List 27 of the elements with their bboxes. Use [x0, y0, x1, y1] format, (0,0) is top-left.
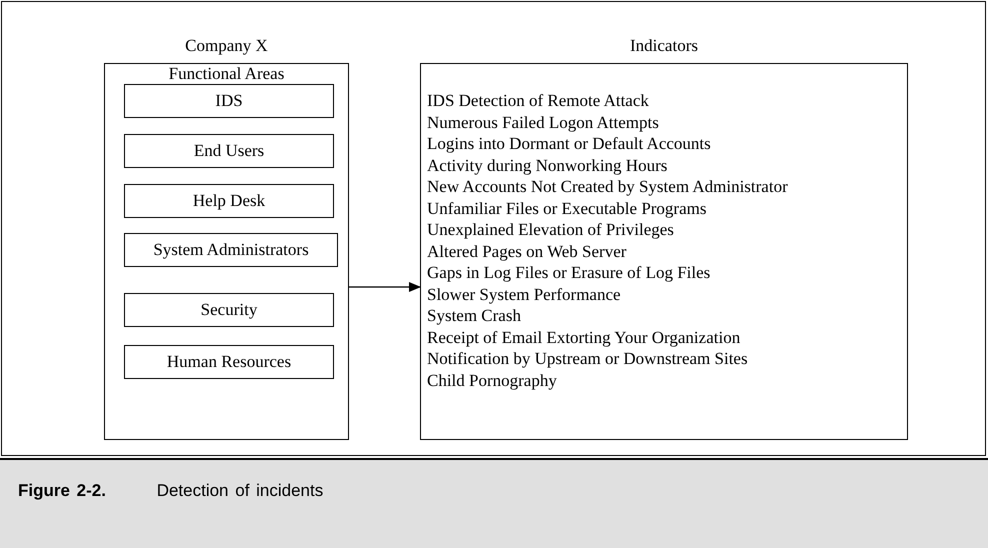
indicator-text: Slower System Performance — [427, 284, 622, 305]
indicator-text: Notification by Upstream or Downstream Sites — [427, 348, 749, 370]
box-heading: Functional Areas — [168, 63, 286, 85]
indicator-text: Gaps in Log Files or Erasure of Log Files — [427, 262, 712, 284]
indicator-text: Numerous Failed Logon Attempts — [427, 112, 660, 133]
indicator-text: IDS Detection of Remote Attack — [427, 90, 650, 112]
arrow — [349, 282, 421, 292]
area-box: Security — [124, 293, 334, 327]
figure-caption: Figure 2-2. Detection of incidents — [18, 480, 324, 502]
area-box: End Users — [124, 134, 334, 168]
indicator-text: System Crash — [427, 305, 522, 326]
indicator-text: Altered Pages on Web Server — [427, 240, 628, 262]
area-box: IDS — [124, 84, 334, 118]
indicator-text: Logins into Dormant or Default Accounts — [427, 133, 712, 154]
area-box: System Administrators — [124, 233, 338, 267]
column-heading: Indicators — [629, 35, 699, 57]
column-heading: Company X — [184, 35, 269, 57]
area-box: Human Resources — [124, 345, 334, 379]
indicator-text: Receipt of Email Extorting Your Organization — [427, 326, 742, 348]
group-box — [104, 63, 349, 440]
indicator-text: Unexplained Elevation of Privileges — [427, 219, 675, 240]
area-box: Help Desk — [124, 184, 334, 218]
indicator-text: Child Pornography — [427, 370, 558, 391]
indicator-text: Activity during Nonworking Hours — [427, 154, 668, 176]
indicator-list-box — [420, 63, 908, 440]
indicator-text: New Accounts Not Created by System Administrator — [427, 176, 788, 198]
indicator-text: Unfamiliar Files or Executable Programs — [427, 198, 708, 219]
